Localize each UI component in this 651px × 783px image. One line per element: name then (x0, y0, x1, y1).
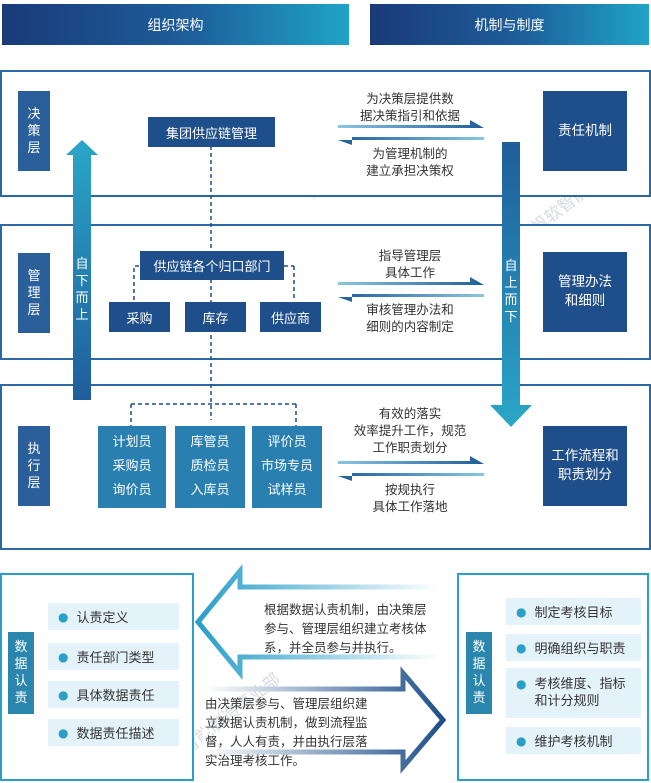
bullet-icon: ● (58, 649, 69, 664)
bottom-right-arrow-text: 由决策层参与、管理层组织建立数据认责机制，做到流程监督，人人有责，并由执行层落实… (205, 696, 368, 768)
band-management (0, 224, 651, 360)
header-org: 组织架构 (2, 4, 349, 45)
org-departments: 供应链各个归口部门 (140, 251, 284, 280)
bullet-icon: ● (58, 609, 69, 624)
arrow-bottom-up-label: 自下而上 (75, 257, 89, 323)
layer-decision: 决策层 (18, 91, 50, 171)
flow-text-down: 审核管理办法和细则的内容制定 (366, 302, 454, 334)
role-group: 计划员采购员询价员 (98, 426, 166, 508)
panel-label: 数据认责 (8, 632, 34, 714)
org-group: 集团供应链管理 (148, 117, 275, 147)
bullet-icon: ● (516, 733, 527, 748)
layer-execution: 执行层 (18, 426, 50, 506)
flow-pair-execution (338, 456, 484, 481)
list-item: ● 考核维度、指标和计分规则 (506, 668, 641, 718)
list-item: ●认责定义 (48, 603, 179, 630)
bullet-icon: ● (58, 687, 69, 702)
band-execution (0, 384, 651, 550)
bullet-icon: ● (516, 677, 527, 691)
arrow-top-down (490, 142, 532, 427)
header-mechanism: 机制与制度 (370, 4, 649, 45)
list-item: ●具体数据责任 (48, 681, 179, 708)
role-group: 库管员质检员入库员 (175, 426, 245, 508)
list-item: ●责任部门类型 (48, 643, 179, 670)
mechanism-process: 工作流程和职责划分 (543, 426, 627, 506)
flow-text-up: 指导管理层具体工作 (378, 248, 442, 280)
bullet-icon: ● (516, 640, 527, 655)
flow-pair-decision (338, 120, 484, 145)
bullet-icon: ● (516, 604, 527, 619)
bottom-arrows (194, 564, 447, 774)
list-item: ●制定考核目标 (506, 598, 641, 625)
arrow-top-down-label: 自上而下 (504, 259, 518, 325)
arrow-left-big (194, 564, 443, 680)
mechanism-responsibility: 责任机制 (543, 91, 627, 171)
mechanism-rules: 管理办法和细则 (543, 252, 627, 332)
dept-item: 库存 (185, 302, 246, 332)
dept-item: 采购 (109, 302, 170, 332)
flow-pair-management (338, 277, 484, 302)
dept-item: 供应商 (260, 302, 321, 332)
flow-arrows (338, 120, 484, 481)
list-item: ●数据责任描述 (48, 719, 179, 746)
bottom-left-arrow-text: 根据数据认责机制，由决策层参与、管理层组织建立考核体系，并全员参与并执行。 (264, 602, 427, 655)
list-item: ●明确组织与职责 (506, 634, 641, 661)
layer-management: 管理层 (18, 253, 50, 333)
band-decision (0, 70, 651, 197)
arrow-bottom-up (66, 140, 98, 400)
arrow-right-big (202, 666, 447, 774)
flow-text-up: 有效的落实效率提升工作，规范工作职责划分 (353, 406, 467, 455)
list-item: ●维护考核机制 (506, 727, 641, 754)
role-group: 评价员市场专员试样员 (252, 426, 322, 508)
flow-text-up: 为决策层提供数据决策指引和依据 (359, 91, 460, 123)
bullet-icon: ● (58, 725, 69, 740)
flow-text-down: 按规执行具体工作落地 (372, 482, 448, 514)
panel-label: 数据认责 (466, 632, 492, 714)
flow-text-down: 为管理机制的建立承担决策权 (366, 146, 454, 178)
